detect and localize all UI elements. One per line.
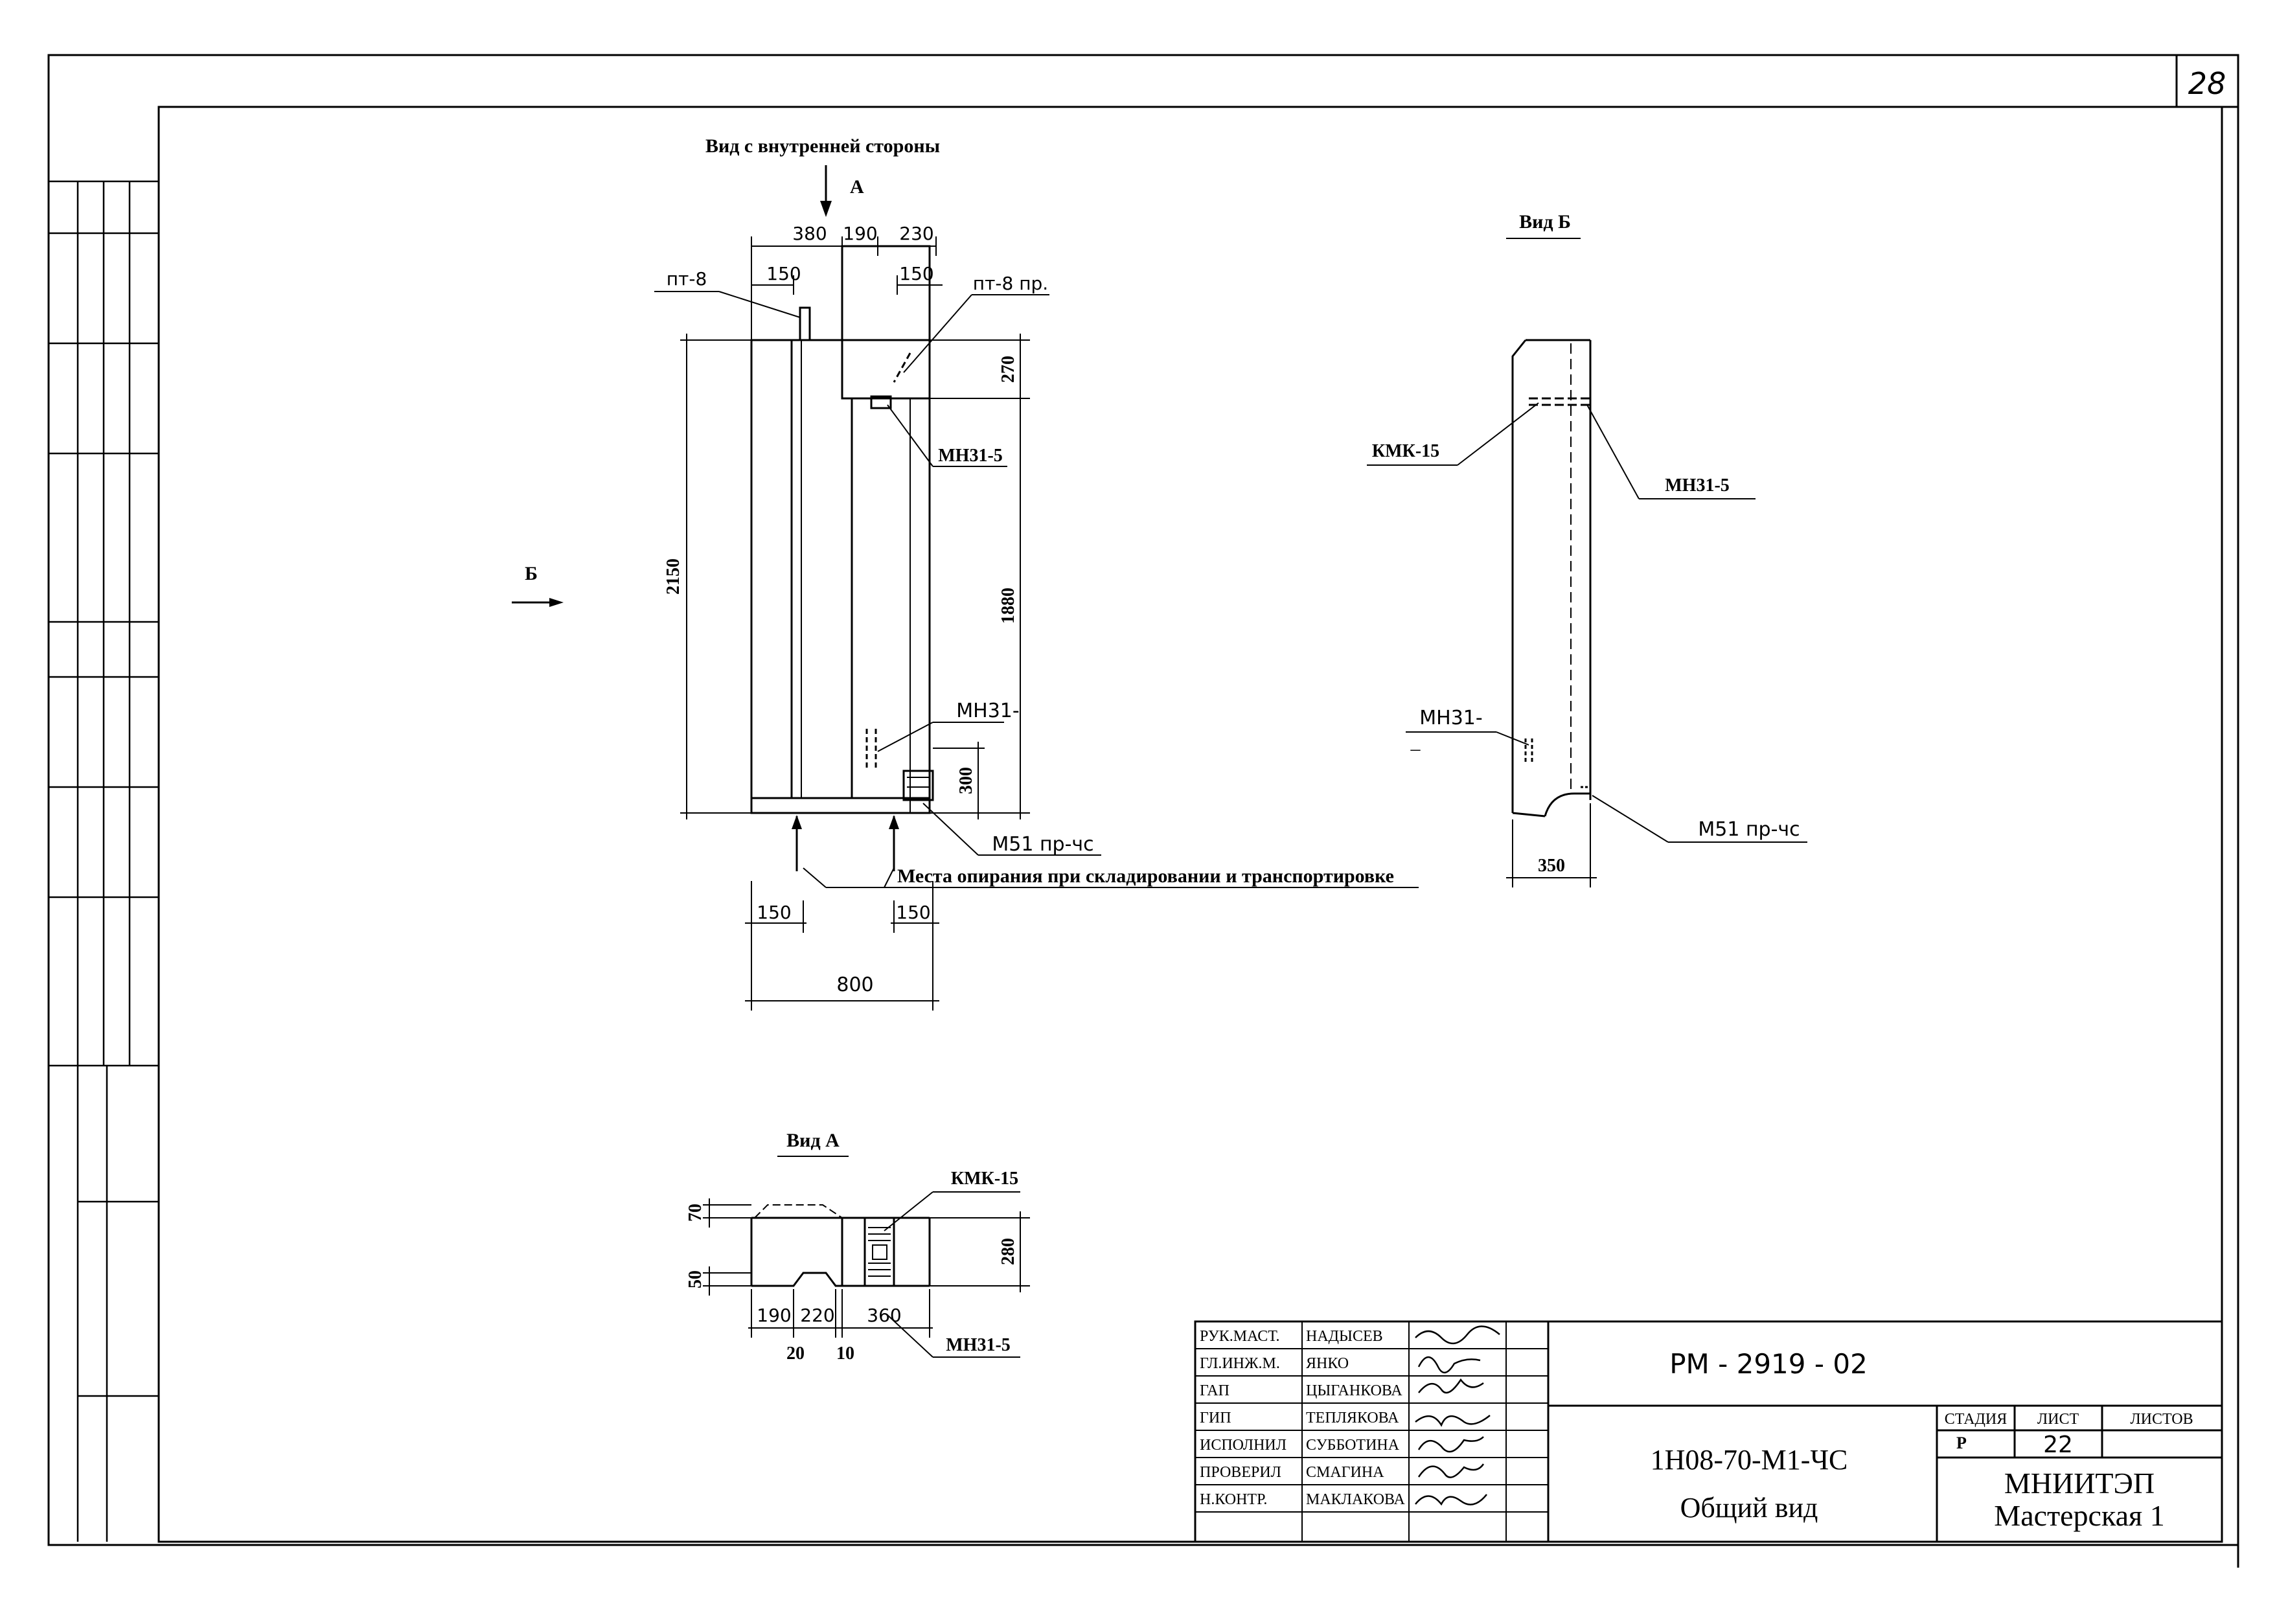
- tb-name-7: МАКЛАКОВА: [1306, 1491, 1406, 1508]
- label-mn31: МН31-: [956, 700, 1019, 722]
- tb-role-6: ПРОВЕРИЛ: [1200, 1464, 1281, 1481]
- label-support-places: Места опирания при складировании и транс…: [897, 865, 1394, 887]
- org-unit: Мастерская 1: [1994, 1499, 2164, 1532]
- view-b-label-mn31-5: МН31-5: [1665, 475, 1730, 496]
- tb-role-7: Н.КОНТР.: [1200, 1491, 1267, 1508]
- sheet-frame: [47, 54, 2239, 1568]
- label-pt8-pr: пт-8 пр.: [973, 273, 1048, 294]
- dim-230: 230: [899, 223, 933, 244]
- view-b-dim-350: 350: [1538, 856, 1565, 876]
- tb-name-1: НАДЫСЕВ: [1306, 1328, 1383, 1345]
- view-b-dimensions: [1506, 803, 1597, 887]
- view-a-arrow-label: А: [850, 176, 864, 198]
- dim-1880: 1880: [998, 588, 1018, 624]
- sheet-number-box: 28: [2175, 54, 2239, 108]
- view-b-label-mn31-dash: –: [1410, 738, 1421, 759]
- view-a-dim-220: 220: [800, 1305, 834, 1326]
- title-block: РУК.МАСТ. НАДЫСЕВ ГЛ.ИНЖ.М. ЯНКО ГАП ЦЫГ…: [1194, 1320, 2223, 1543]
- view-a-dim-50: 50: [685, 1270, 705, 1288]
- stage-value: Р: [1956, 1434, 1967, 1452]
- view-a-dim-20: 20: [786, 1344, 805, 1364]
- view-b-label-kmk15: КМК-15: [1372, 441, 1439, 461]
- dim-150-left: 150: [766, 263, 801, 284]
- drawing-title: Общий вид: [1680, 1492, 1818, 1524]
- tb-name-3: ЦЫГАНКОВА: [1306, 1382, 1402, 1399]
- label-pt8: пт-8: [667, 268, 707, 290]
- view-b-leaders: [1367, 402, 1807, 843]
- tb-name-5: СУББОТИНА: [1306, 1437, 1400, 1454]
- dim-2150: 2150: [663, 558, 683, 595]
- dim-380: 380: [792, 223, 827, 244]
- view-a: Вид А: [685, 1130, 1030, 1364]
- dim-150-bottom-left: 150: [757, 902, 791, 923]
- sheet-header: ЛИСТ: [2037, 1411, 2079, 1428]
- label-mn31-5-top: МН31-5: [938, 446, 1003, 466]
- sheet-value: 22: [2043, 1432, 2073, 1458]
- dim-270: 270: [998, 356, 1018, 383]
- support-arrows: [792, 815, 1419, 888]
- tb-name-2: ЯНКО: [1306, 1355, 1349, 1372]
- view-b-title: Вид Б: [1519, 211, 1571, 233]
- view-a-dim-280: 280: [998, 1238, 1018, 1265]
- tb-role-3: ГАП: [1200, 1382, 1230, 1399]
- main-view-leaders: [654, 291, 1101, 888]
- view-b: Вид Б 350: [1367, 211, 1807, 887]
- binding-strip: [49, 180, 159, 1542]
- sheets-header: ЛИСТОВ: [2130, 1411, 2193, 1428]
- view-a-dim-10: 10: [836, 1344, 854, 1364]
- main-view-dimensions: [680, 236, 1030, 1011]
- view-a-plan: [750, 1204, 931, 1287]
- main-view: Вид с внутренней стороны А Б: [512, 135, 1419, 1011]
- project-code: РМ - 2919 - 02: [1669, 1348, 1868, 1380]
- view-a-arrow: А: [820, 165, 864, 217]
- view-a-label-mn31-5: МН31-5: [946, 1335, 1011, 1355]
- view-b-label-m51: М51 пр-чс: [1698, 818, 1800, 841]
- sheet-number: 28: [2188, 66, 2226, 101]
- label-m51: М51 пр-чс: [992, 833, 1093, 856]
- view-a-dim-190: 190: [757, 1305, 791, 1326]
- view-a-label-kmk15: КМК-15: [951, 1169, 1018, 1189]
- dim-190: 190: [843, 223, 877, 244]
- view-b-label-mn31: МН31-: [1419, 707, 1482, 729]
- tb-role-1: РУК.МАСТ.: [1200, 1328, 1280, 1345]
- view-a-dim-70: 70: [685, 1204, 705, 1222]
- wall-panel-elevation: [750, 245, 934, 814]
- dim-800: 800: [836, 974, 873, 996]
- tb-role-5: ИСПОЛНИЛ: [1200, 1437, 1287, 1454]
- dim-150-bottom-right: 150: [896, 902, 930, 923]
- tb-role-4: ГИП: [1200, 1410, 1231, 1426]
- stage-header: СТАДИЯ: [1945, 1411, 2008, 1428]
- view-b-arrow: Б: [512, 563, 564, 607]
- tb-role-2: ГЛ.ИНЖ.М.: [1200, 1355, 1280, 1372]
- org-name: МНИИТЭП: [2004, 1467, 2155, 1500]
- view-a-leaders: [884, 1191, 1020, 1358]
- tb-name-6: СМАГИНА: [1306, 1464, 1384, 1481]
- signature-marks: [1415, 1325, 1500, 1506]
- dim-300: 300: [956, 767, 976, 794]
- view-b-section: [1511, 339, 1592, 818]
- drawing-code: 1Н08-70-М1-ЧС: [1651, 1444, 1848, 1476]
- tb-name-4: ТЕПЛЯКОВА: [1306, 1410, 1399, 1426]
- main-view-title: Вид с внутренней стороны: [705, 135, 940, 157]
- view-a-dimensions: [703, 1198, 1030, 1338]
- view-a-title: Вид А: [786, 1130, 840, 1151]
- dim-150-right: 150: [899, 263, 933, 284]
- view-b-arrow-label: Б: [525, 563, 538, 584]
